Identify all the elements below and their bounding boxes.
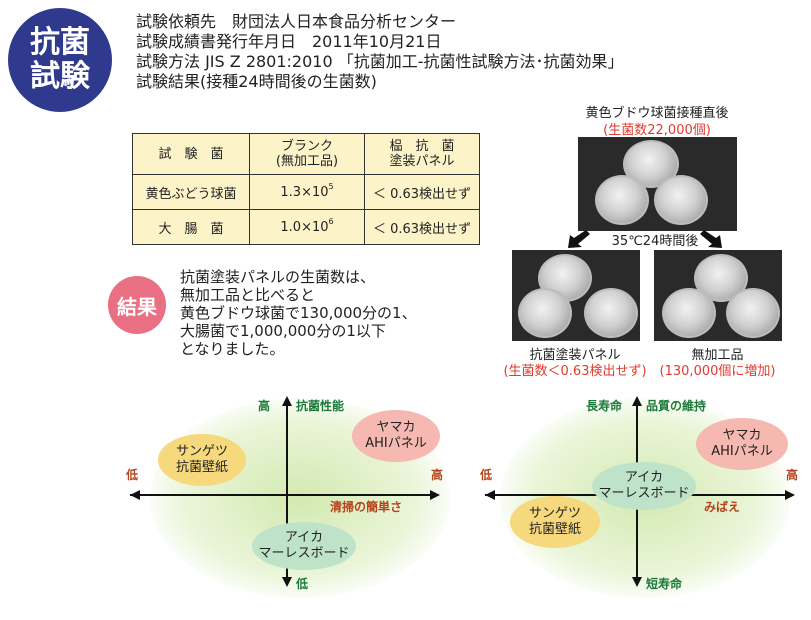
info-line1: 試験依頼先 財団法人日本食品分析センター	[136, 12, 457, 31]
photo-left-count: (生菌数＜0.63検出せず)	[503, 364, 647, 379]
table-row: 黄色ぶどう球菌 1.3×105 ＜ 0.63検出せず	[132, 174, 480, 210]
header-blank: ブランク (無加工品)	[249, 133, 365, 175]
photo-right-caption: 無加工品	[691, 348, 744, 363]
diagram1-item-aica: アイカ マーレスボード	[252, 522, 356, 570]
row1-name: 黄色ぶどう球菌	[132, 174, 250, 210]
row2-blank-exp: 6	[328, 216, 334, 226]
arrow-right-icon	[785, 490, 795, 500]
diagram2-bottom-label: 短寿命	[646, 577, 683, 591]
header-panel-b: 塗装パネル	[389, 154, 455, 169]
petri-dish	[726, 288, 780, 338]
result-line4: 大腸菌で1,000,000分の1以下	[180, 322, 386, 340]
photo-left-caption: 抗菌塗装パネル	[529, 348, 621, 363]
petri-dish	[654, 175, 708, 225]
row2-blank-base: 1.0×10	[280, 219, 329, 235]
result-text: 抗菌塗装パネルの生菌数は、 無加工品と比べると 黄色ブドウ球菌で130,000分…	[180, 268, 417, 358]
header-blank-a: ブランク	[280, 139, 333, 154]
result-line1: 抗菌塗装パネルの生菌数は、	[180, 268, 376, 286]
item-line2: 抗菌壁紙	[175, 460, 228, 475]
photo-untreated	[654, 250, 782, 341]
badge-line2: 試験	[30, 59, 90, 94]
row1-panel: ＜ 0.63検出せず	[364, 174, 480, 210]
photo-panel	[512, 250, 640, 341]
result-line5: となりました。	[180, 340, 285, 358]
info-line3: 試験方法 JIS Z 2801:2010 「抗菌加工-抗菌性試験方法･抗菌効果」	[136, 52, 624, 71]
header-blank-b: (無加工品)	[275, 154, 339, 169]
result-line2: 無加工品と比べると	[180, 286, 316, 304]
result-line3: 黄色ブドウ球菌で130,000分の1、	[180, 304, 417, 322]
petri-dish	[518, 288, 572, 338]
diagram1-top-label: 抗菌性能	[296, 399, 345, 413]
diagram2-item-aica: アイカ マーレスボード	[592, 462, 696, 510]
diagram1-bottom: 低	[296, 577, 309, 591]
arrow-up-icon	[282, 396, 292, 406]
info-line4: 試験結果(接種24時間後の生菌数)	[136, 72, 377, 91]
row1-blank: 1.3×105	[249, 174, 365, 210]
petri-dish	[662, 288, 716, 338]
diagram2-item-yamaka: ヤマカ AHIパネル	[696, 418, 788, 470]
header-panel: 榀 抗 菌 塗装パネル	[364, 133, 480, 175]
item-line1: アイカ	[624, 470, 664, 485]
item-line2: マーレスボード	[598, 486, 690, 501]
test-badge: 抗菌 試験	[8, 8, 112, 112]
info-line2: 試験成績書発行年月日 2011年10月21日	[136, 32, 442, 51]
row2-blank: 1.0×106	[249, 209, 365, 245]
row1-blank-exp: 5	[328, 181, 334, 191]
diagram1-item-sangetsu: サンゲツ 抗菌壁紙	[158, 434, 246, 486]
result-badge: 結果	[108, 276, 166, 334]
test-info: 試験依頼先 財団法人日本食品分析センター 試験成績書発行年月日 2011年10月…	[136, 12, 624, 92]
row2-name: 大 腸 菌	[132, 209, 250, 245]
diagram1-x-label: 清掃の簡単さ	[330, 500, 403, 514]
diagram2-top-label: 品質の維持	[646, 399, 707, 413]
photo-top-caption: 黄色ブドウ球菌接種直後	[585, 106, 729, 121]
arrow-label: 35℃24時間後	[611, 234, 699, 249]
header-bacteria: 試 験 菌	[132, 133, 250, 175]
arrow-left-icon	[568, 230, 590, 248]
arrow-left-icon	[130, 490, 140, 500]
diagram2-left: 低	[480, 468, 493, 482]
arrow-down-icon	[282, 577, 292, 587]
arrows	[568, 230, 722, 248]
item-line1: ヤマカ	[722, 428, 762, 443]
diagram1-top: 高	[258, 399, 271, 413]
photo-before	[578, 137, 737, 231]
item-line2: AHIパネル	[711, 444, 773, 459]
photo-right-count: (130,000個に増加)	[659, 364, 776, 379]
row2-panel: ＜ 0.63検出せず	[364, 209, 480, 245]
arrow-left-icon	[485, 490, 495, 500]
diagram1-item-yamaka: ヤマカ AHIパネル	[352, 410, 440, 462]
table-row: 大 腸 菌 1.0×106 ＜ 0.63検出せず	[132, 209, 480, 245]
table-header-row: 試 験 菌 ブランク (無加工品) 榀 抗 菌 塗装パネル	[132, 133, 480, 175]
photo-top-count: (生菌数22,000個)	[603, 123, 711, 138]
item-line1: サンゲツ	[175, 444, 228, 459]
header-panel-a: 榀 抗 菌	[389, 139, 455, 154]
item-line2: AHIパネル	[365, 436, 427, 451]
arrow-up-icon	[632, 396, 642, 406]
arrow-down-icon	[632, 577, 642, 587]
item-line1: アイカ	[284, 530, 324, 545]
badge-line1: 抗菌	[30, 25, 90, 60]
arrow-right-icon	[430, 490, 440, 500]
petri-dish	[595, 175, 649, 225]
diagram2-x-label: みばえ	[704, 500, 741, 514]
item-line2: マーレスボード	[258, 546, 350, 561]
result-table: 試 験 菌 ブランク (無加工品) 榀 抗 菌 塗装パネル 黄色ぶどう球菌 1.…	[132, 133, 480, 245]
diagram1-left: 低	[126, 468, 139, 482]
diagram2-top: 長寿命	[586, 399, 623, 413]
row1-blank-base: 1.3×10	[280, 184, 329, 200]
item-line1: ヤマカ	[376, 420, 416, 435]
item-line2: 抗菌壁紙	[528, 522, 581, 537]
item-line1: サンゲツ	[528, 506, 581, 521]
diagram2-right: 高	[786, 468, 799, 482]
diagram1-right: 高	[431, 468, 444, 482]
petri-dish	[584, 288, 638, 338]
arrow-right-icon	[700, 230, 722, 248]
diagram2-item-sangetsu: サンゲツ 抗菌壁紙	[510, 496, 600, 548]
